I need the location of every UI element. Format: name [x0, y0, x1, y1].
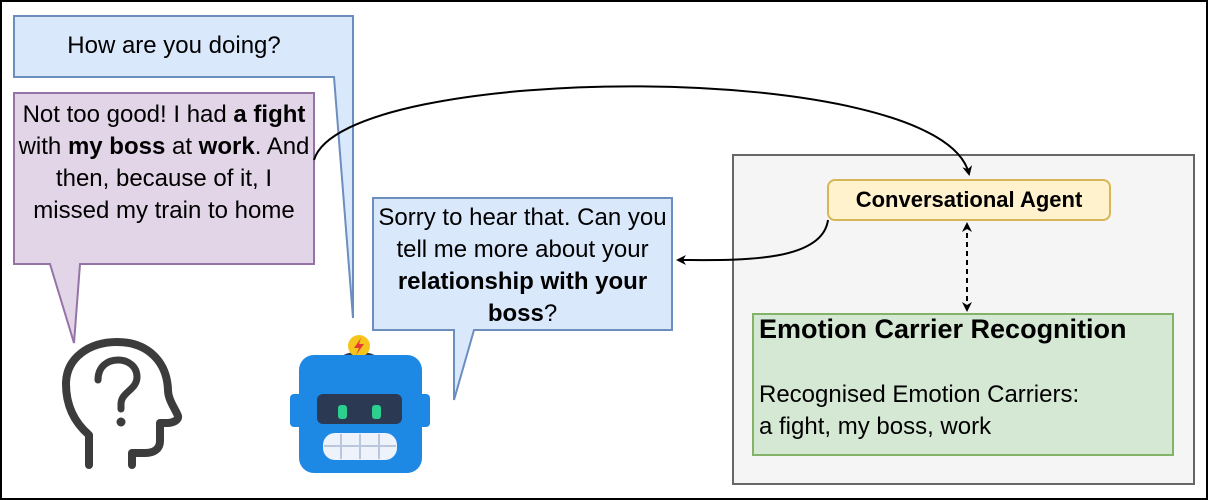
user-utterance: Not too good! I had a fight with my boss… — [18, 99, 310, 227]
reply-text-2: ? — [543, 300, 558, 327]
user-text-3: at — [165, 133, 199, 160]
question-bubble — [13, 15, 354, 319]
user-text-2: with — [18, 133, 68, 160]
emotion-carrier-a-fight: a fight — [233, 101, 306, 128]
head-question-icon — [62, 338, 183, 469]
arrow-user-to-agent — [313, 85, 973, 176]
user-bubble — [13, 92, 315, 344]
user-text-1: Not too good! I had — [22, 101, 234, 128]
conversational-agent-box[interactable] — [827, 179, 1111, 221]
reply-bubble — [372, 197, 673, 401]
arrow-agent-to-reply — [676, 219, 829, 266]
conversational-agent-label: Conversational Agent — [855, 187, 1083, 212]
reply-text-1: Sorry to hear that. Can you tell me more… — [378, 204, 667, 263]
emotion-carrier-recognition-box[interactable] — [752, 313, 1174, 456]
ecr-line-1: Recognised Emotion Carriers: — [759, 381, 1080, 408]
emotion-carrier-work: work — [198, 133, 255, 160]
question-label: How are you doing? — [67, 32, 281, 59]
robot-icon — [290, 335, 430, 473]
question-text: How are you doing? — [14, 30, 334, 62]
reply-emphasis: relationship with your boss — [397, 268, 648, 327]
ecr-title: Emotion Carrier Recognition — [759, 314, 1127, 344]
agent-reply: Sorry to hear that. Can you tell me more… — [376, 202, 669, 330]
ecr-body: Recognised Emotion Carriers: a fight, my… — [759, 379, 1179, 443]
ecr-line-2: a fight, my boss, work — [759, 413, 992, 440]
user-text-4: . And then, because of it, I missed my t… — [33, 133, 310, 224]
emotion-carrier-my-boss: my boss — [67, 133, 166, 160]
